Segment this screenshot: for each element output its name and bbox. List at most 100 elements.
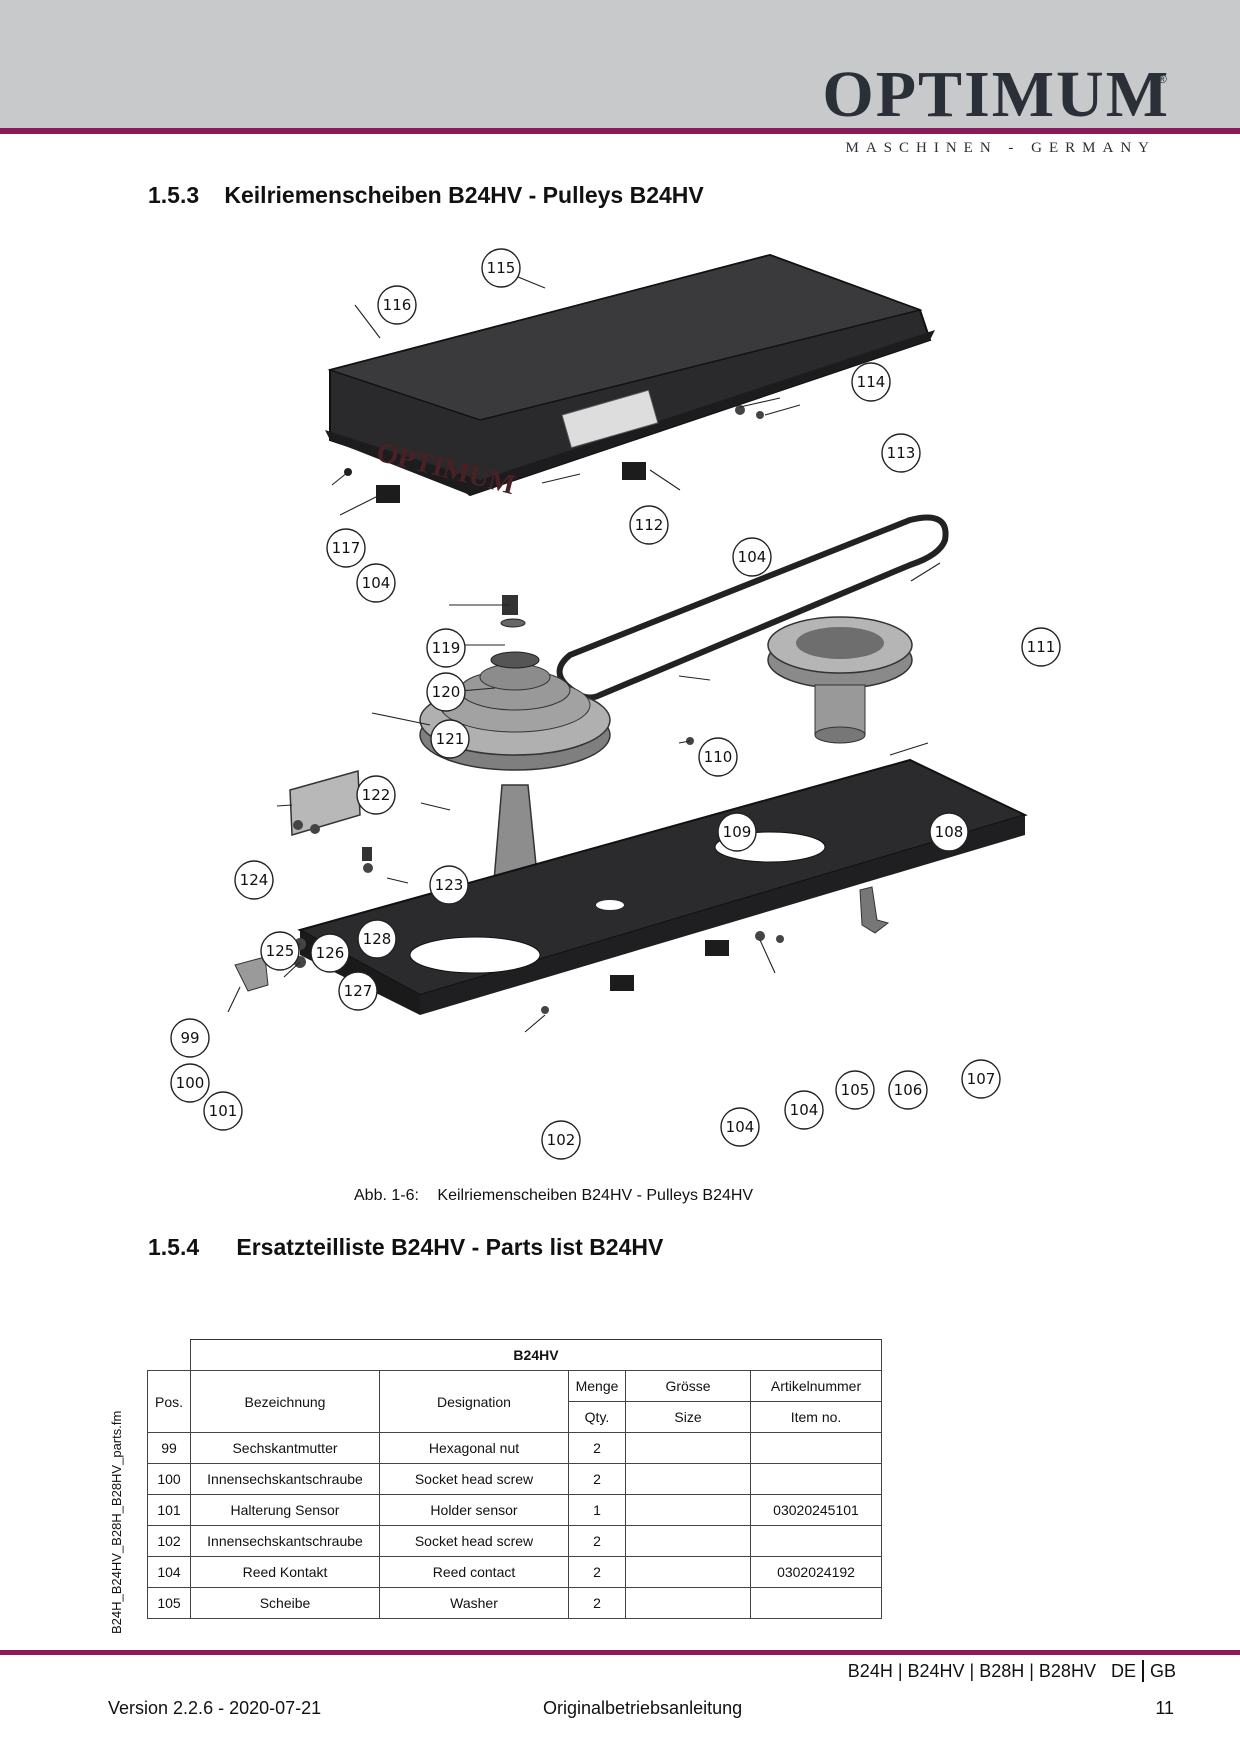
svg-text:104: 104 — [738, 548, 767, 566]
header-rule — [0, 128, 1240, 134]
cell-bez: Innensechskantschraube — [190, 1525, 380, 1557]
cell-qty: 2 — [568, 1463, 626, 1495]
cell-des: Holder sensor — [379, 1494, 569, 1526]
header-qty: Qty. — [568, 1401, 626, 1433]
cell-item — [750, 1525, 882, 1557]
header-pos: Pos. — [147, 1370, 191, 1433]
cell-size — [625, 1587, 751, 1619]
file-name-label: B24H_B24HV_B28H_B28HV_parts.fm — [109, 1410, 124, 1634]
svg-text:109: 109 — [723, 823, 752, 841]
section-title: Ersatzteilliste B24HV - Parts list B24HV — [236, 1234, 664, 1260]
cell-qty: 2 — [568, 1432, 626, 1464]
callout-113: 113 — [881, 433, 921, 473]
bracket-107 — [859, 886, 890, 934]
svg-text:110: 110 — [704, 748, 733, 766]
callout-104: 104 — [784, 1090, 824, 1130]
cell-pos: 102 — [147, 1525, 191, 1557]
callout-112: 112 — [629, 505, 669, 545]
svg-text:112: 112 — [635, 516, 664, 534]
lang-de: DE — [1110, 1661, 1136, 1681]
version-label: Version 2.2.6 - 2020-07-21 — [108, 1698, 322, 1718]
brand-subtitle: MASCHINEN - GERMANY — [845, 140, 1156, 156]
callout-100: 100 — [170, 1063, 210, 1103]
registered-mark: ® — [1158, 72, 1167, 86]
callout-123: 123 — [429, 865, 469, 905]
header-size: Size — [625, 1401, 751, 1433]
svg-text:120: 120 — [432, 683, 461, 701]
callout-104: 104 — [720, 1107, 760, 1147]
callout-109: 109 — [717, 812, 757, 852]
callout-114: 114 — [851, 362, 891, 402]
header-band — [0, 0, 1240, 128]
svg-text:121: 121 — [436, 730, 465, 748]
caption-prefix: Abb. 1-6: — [354, 1187, 419, 1204]
svg-text:111: 111 — [1027, 638, 1056, 656]
brand-logo: OPTIMUM — [822, 58, 1170, 131]
callout-120: 120 — [426, 672, 466, 712]
exploded-drawing: OPTIMUM — [170, 248, 1061, 1160]
callout-122: 122 — [356, 775, 396, 815]
spindle-pulley — [419, 595, 611, 771]
model-list: B24H | B24HV | B28H | B28HV — [847, 1661, 1096, 1681]
cell-size — [625, 1525, 751, 1557]
cell-size — [625, 1432, 751, 1464]
callout-116: 116 — [377, 285, 417, 325]
small-parts — [293, 405, 784, 1014]
svg-text:100: 100 — [176, 1074, 205, 1092]
svg-text:108: 108 — [935, 823, 964, 841]
cell-bez: Sechskantmutter — [190, 1432, 380, 1464]
cell-item: 03020245101 — [750, 1494, 882, 1526]
callout-111: 111 — [1021, 627, 1061, 667]
svg-text:114: 114 — [857, 373, 886, 391]
header-item-no: Item no. — [750, 1401, 882, 1433]
footer-rule — [0, 1650, 1240, 1655]
page-number: 11 — [1155, 1698, 1174, 1718]
callout-126: 126 — [310, 933, 350, 973]
callout-121: 121 — [430, 719, 470, 759]
cell-item: 0302024192 — [750, 1556, 882, 1588]
callout-124: 124 — [234, 860, 274, 900]
svg-text:116: 116 — [383, 296, 412, 314]
cell-qty: 1 — [568, 1494, 626, 1526]
header-artikelnummer: Artikelnummer — [750, 1370, 882, 1402]
svg-text:117: 117 — [332, 539, 361, 557]
svg-text:119: 119 — [432, 639, 461, 657]
svg-text:125: 125 — [266, 942, 295, 960]
callout-127: 127 — [338, 971, 378, 1011]
svg-text:123: 123 — [435, 876, 464, 894]
cell-bez: Scheibe — [190, 1587, 380, 1619]
callout-102: 102 — [541, 1120, 581, 1160]
warning-labels — [561, 389, 659, 449]
header-menge: Menge — [568, 1370, 626, 1402]
sensor-holder — [234, 956, 269, 992]
parts-table: B24HV Pos. Bezeichnung Designation Menge… — [147, 1339, 882, 1619]
cell-bez: Innensechskantschraube — [190, 1463, 380, 1495]
document-type: Originalbetriebsanleitung — [543, 1698, 743, 1718]
svg-text:107: 107 — [967, 1070, 996, 1088]
svg-text:101: 101 — [209, 1102, 238, 1120]
section-number: 1.5.4 — [148, 1234, 200, 1260]
section-number: 1.5.3 — [148, 182, 200, 208]
cell-des: Socket head screw — [379, 1463, 569, 1495]
section-title: Keilriemenscheiben B24HV - Pulleys B24HV — [224, 182, 704, 208]
cell-des: Hexagonal nut — [379, 1432, 569, 1464]
svg-text:99: 99 — [180, 1029, 199, 1047]
callout-101: 101 — [203, 1091, 243, 1131]
svg-text:104: 104 — [362, 574, 391, 592]
svg-text:104: 104 — [790, 1101, 819, 1119]
svg-text:128: 128 — [363, 930, 392, 948]
lang-gb: GB — [1149, 1661, 1176, 1681]
svg-text:127: 127 — [344, 982, 373, 1000]
cell-qty: 2 — [568, 1556, 626, 1588]
cell-bez: Reed Kontakt — [190, 1556, 380, 1588]
header-designation: Designation — [379, 1370, 569, 1433]
leader-lines — [227, 269, 941, 1033]
cell-qty: 2 — [568, 1587, 626, 1619]
svg-text:115: 115 — [487, 259, 516, 277]
table-title: B24HV — [190, 1339, 882, 1371]
